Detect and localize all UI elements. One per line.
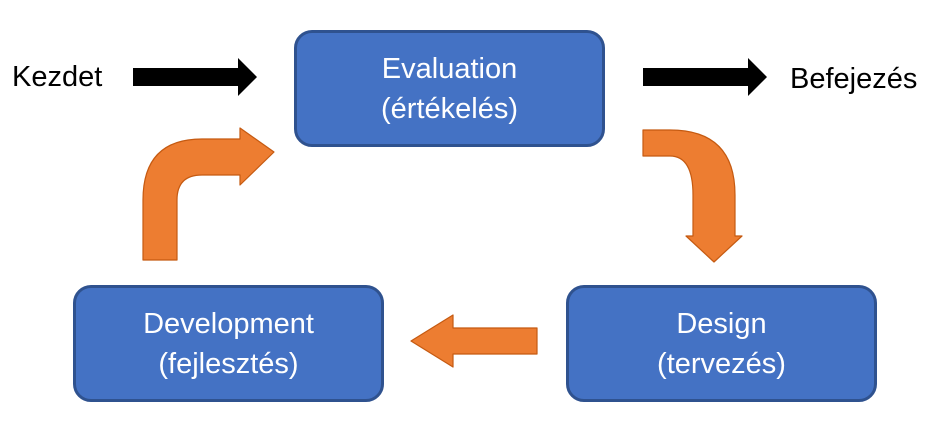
evaluation-box: Evaluation (értékelés) — [294, 30, 605, 147]
development-subtitle: (fejlesztés) — [158, 347, 299, 380]
design-title: Design — [676, 307, 767, 340]
cycle-arrow-design-to-development — [410, 314, 538, 368]
start-arrow — [133, 58, 257, 96]
end-label: Befejezés — [790, 63, 918, 95]
development-box: Development (fejlesztés) — [73, 285, 384, 402]
cycle-arrow-evaluation-to-design — [642, 129, 743, 263]
evaluation-subtitle: (értékelés) — [381, 92, 518, 125]
end-arrow — [643, 58, 767, 96]
development-title: Development — [143, 307, 314, 340]
evaluation-title: Evaluation — [381, 52, 518, 85]
design-subtitle: (tervezés) — [657, 347, 786, 380]
start-label: Kezdet — [12, 61, 103, 93]
cycle-arrow-development-to-evaluation — [142, 127, 275, 261]
design-box: Design (tervezés) — [566, 285, 877, 402]
